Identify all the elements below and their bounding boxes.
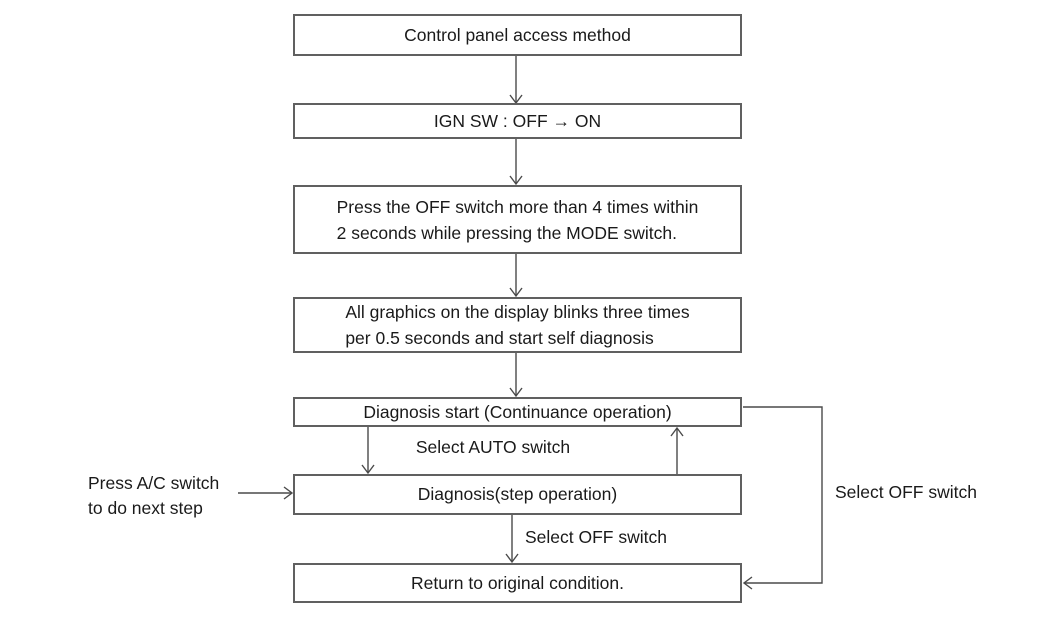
flow-box-text-line: Press the OFF switch more than 4 times w… xyxy=(336,196,699,217)
flow-box-text: IGN SW : OFF → ON xyxy=(433,110,602,131)
arrow-graphics-to-diagnosis-start xyxy=(509,353,523,398)
arrow-access-to-ign xyxy=(509,56,523,105)
arrow-start-loop-to-return xyxy=(742,406,823,590)
flow-box-press-off-switch: Press the OFF switch more than 4 times w… xyxy=(293,185,742,254)
edge-label-select-auto-switch: Select AUTO switch xyxy=(415,437,571,457)
edge-label-select-off-switch-loop: Select OFF switch xyxy=(835,482,977,502)
flow-box-diagnosis-step: Diagnosis(step operation) xyxy=(293,474,742,515)
flow-box-text-line: per 0.5 seconds and start self diagnosis xyxy=(345,328,654,348)
flow-box-control-panel-access-method: Control panel access method xyxy=(293,14,742,56)
flow-box-ign-sw-off-on: IGN SW : OFF → ON xyxy=(293,103,742,139)
flow-box-return-original: Return to original condition. xyxy=(293,563,742,603)
arrow-step-to-return xyxy=(505,515,519,564)
flow-box-text: Diagnosis start (Continuance operation) xyxy=(363,401,672,422)
arrow-ign-to-press-off xyxy=(509,139,523,186)
flow-box-text: Return to original condition. xyxy=(410,572,625,593)
arrow-press-off-to-graphics xyxy=(509,254,523,298)
flow-box-diagnosis-start: Diagnosis start (Continuance operation) xyxy=(293,397,742,427)
edge-label-press-ac-switch: Press A/C switch to do next step xyxy=(88,471,219,521)
edge-label-line: to do next step xyxy=(88,498,203,518)
flow-box-text: Press the OFF switch more than 4 times w… xyxy=(337,194,699,246)
edge-label-line: Press A/C switch xyxy=(88,473,220,493)
arrow-diagnosis-start-to-step xyxy=(361,427,375,475)
flow-box-text: Diagnosis(step operation) xyxy=(417,484,618,504)
flow-box-text-line: 2 seconds while pressing the MODE switch… xyxy=(336,222,678,243)
flow-box-graphics-blink: All graphics on the display blinks three… xyxy=(293,297,742,353)
edge-label-select-off-switch-step: Select OFF switch xyxy=(525,527,667,547)
flow-box-text: All graphics on the display blinks three… xyxy=(345,299,689,351)
arrow-press-ac-to-step xyxy=(238,486,294,500)
arrow-step-to-diagnosis-start xyxy=(670,426,684,474)
flow-box-text-line: All graphics on the display blinks three… xyxy=(345,302,690,322)
flow-box-text: Control panel access method xyxy=(404,24,631,45)
